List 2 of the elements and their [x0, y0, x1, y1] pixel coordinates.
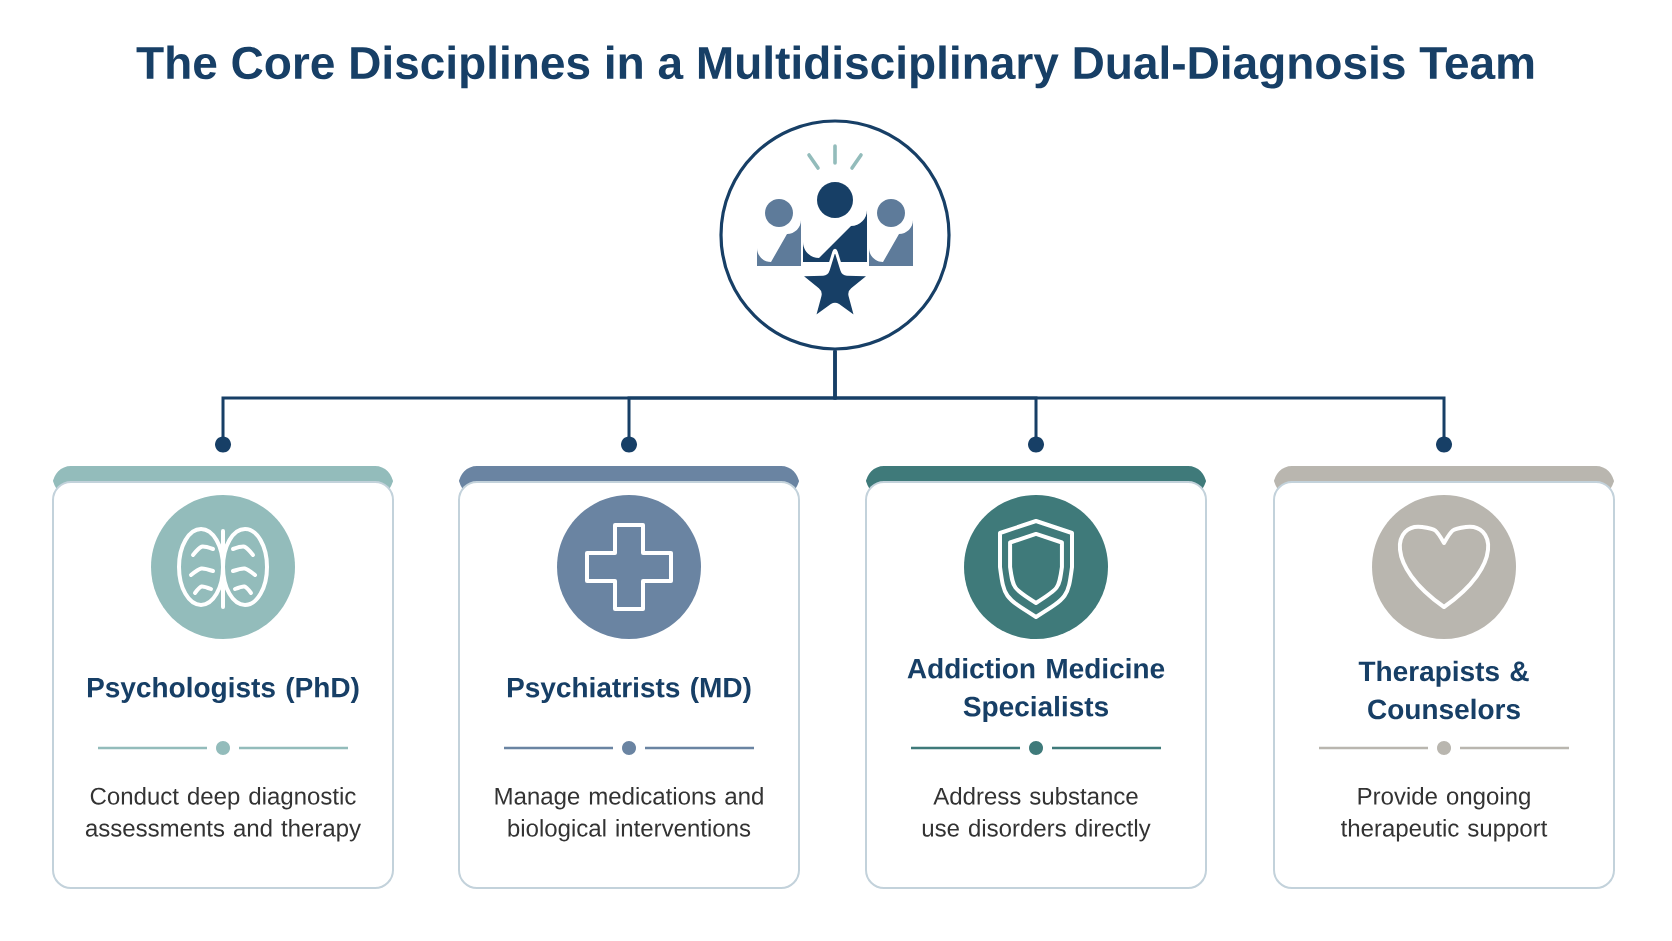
connector — [833, 350, 1452, 453]
title: The Core Disciplines in a Multidisciplinary Dual-Diagnosis Team — [136, 45, 1534, 89]
